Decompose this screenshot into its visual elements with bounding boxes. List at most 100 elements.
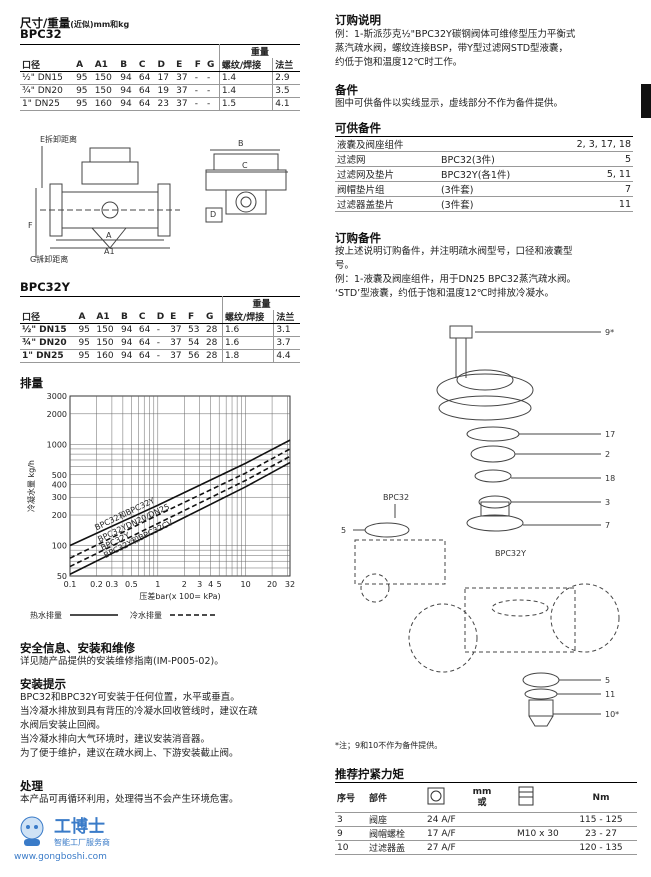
x-tick-label: 20 <box>267 580 277 589</box>
torque-header-part: 部件 <box>367 782 425 813</box>
dim-cell: 1" DN25 <box>20 349 77 363</box>
order-spares-text: 按上述说明订购备件，并注明疏水阀型号，口径和液囊型 号。 例：1-液囊及阀座组件… <box>335 245 576 301</box>
dim-cell: 150 <box>94 336 119 350</box>
dim-cell: 37 <box>168 349 187 363</box>
dim-cell: 3.5 <box>272 84 300 98</box>
discharge-title: 排量 <box>20 376 43 390</box>
callout-17: 17 <box>605 430 615 439</box>
dim-header-cell: C <box>136 58 156 72</box>
dim-header-cell: C <box>136 310 155 324</box>
dim-header-cell: 法兰 <box>273 310 300 324</box>
callout-2: 2 <box>605 450 610 459</box>
d-letter: D <box>210 210 216 219</box>
order-text: 例：1-斯派莎克½"BPC32Y碳钢阀体可维修型压力平衡式 蒸汽疏水阀，螺纹连接… <box>335 28 575 70</box>
dim-cell: - <box>204 84 220 98</box>
dim-cell: 19 <box>155 84 175 98</box>
spare-qty <box>438 136 547 152</box>
series-line <box>69 439 291 547</box>
trap-end-view: B C D <box>205 139 288 223</box>
dim-cell: 95 <box>76 349 95 363</box>
watermark-sub: 智能工厂服务商 <box>54 838 110 847</box>
spare-name: 液囊及阀座组件 <box>335 136 439 152</box>
bpc32y-label: BPC32Y <box>20 280 70 294</box>
dim-cell: - <box>204 71 220 85</box>
series-line <box>69 455 291 568</box>
dims-title: 尺寸/重量(近似)mm和kg <box>20 12 129 31</box>
y-tick-label: 3000 <box>47 392 67 401</box>
series-line <box>69 461 291 575</box>
bpc32-label: BPC32 <box>20 27 62 41</box>
bolt-icon <box>518 786 534 806</box>
spare-qty: (3件套) <box>438 181 547 197</box>
dim-header-cell: E <box>168 310 187 324</box>
spare-qty: (3件套) <box>438 196 547 212</box>
a1-letter: A1 <box>104 247 115 256</box>
install-text: BPC32和BPC32Y可安装于任何位置，水平或垂直。 当冷凝水排放到具有背压的… <box>20 691 258 761</box>
dim-cell: 94 <box>118 71 137 85</box>
dim-cell: 150 <box>94 323 119 337</box>
dim-cell: 28 <box>203 336 223 350</box>
callout-3: 3 <box>605 498 610 507</box>
x-tick-label: 1 <box>155 580 160 589</box>
y-tick-label: 400 <box>52 481 67 490</box>
install-line: BPC32和BPC32Y可安装于任何位置，水平或垂直。 <box>20 692 240 703</box>
torque-bolt: M10 x 30 <box>515 826 565 841</box>
b-letter: B <box>238 139 244 148</box>
y-tick-label: 50 <box>57 572 67 581</box>
spares-text: 图中可供备件以实线显示，虚线部分不作为备件提供。 <box>335 98 564 109</box>
exploded-note: *注；9和10不作为备件提供。 <box>335 741 443 750</box>
c-letter: C <box>242 161 248 170</box>
y-tick-label: 100 <box>52 542 67 551</box>
dim-cell: 23 <box>155 97 175 111</box>
install-line: 为了便于维护，建议在疏水阀上、下游安装截止阀。 <box>20 748 239 759</box>
torque-no: 3 <box>335 812 367 827</box>
x-tick-label: 10 <box>241 580 251 589</box>
screen-5 <box>364 522 410 538</box>
dim-cell: - <box>154 336 169 350</box>
dim-header-cell: G <box>203 310 223 324</box>
y-tick-label: 2000 <box>47 410 67 419</box>
dim-header-cell: D <box>154 310 169 324</box>
dim-header-cell: G <box>204 58 220 72</box>
spare-qty: BPC32(3件) <box>438 151 547 167</box>
g-label: G拆卸距离 <box>30 254 68 264</box>
order-line: 例：1-斯派莎克½"BPC32Y碳钢阀体可维修型压力平衡式 <box>335 29 576 40</box>
torque-af: 27 A/F <box>425 840 515 855</box>
install-line: 水阀后安装止回阀。 <box>20 720 106 731</box>
dim-cell: 1.6 <box>221 336 274 350</box>
weight-header: 重量 <box>218 44 300 58</box>
install-line: 当冷凝水排放到具有背压的冷凝水回收管线时，建议在疏 <box>20 706 258 717</box>
spare-items: 5 <box>546 151 633 167</box>
dim-cell: 64 <box>136 323 155 337</box>
dim-cell: 94 <box>118 84 137 98</box>
spare-name: 过滤网及垫片 <box>335 166 439 182</box>
order-line: 蒸汽疏水阀，螺纹连接BSP，带Y型过滤网STD型液囊， <box>335 43 569 54</box>
dim-cell: 37 <box>174 84 193 98</box>
body-bpc32 <box>354 539 446 603</box>
dim-cell: ½" DN15 <box>20 71 75 85</box>
torque-header-nm: Nm <box>565 782 637 813</box>
dim-cell: 1.6 <box>221 323 274 337</box>
cap <box>436 369 534 421</box>
ring-18 <box>474 469 512 483</box>
callout-7: 7 <box>605 521 610 530</box>
torque-header-no: 序号 <box>335 782 367 813</box>
dim-cell: 28 <box>203 323 223 337</box>
dim-cell: 95 <box>76 323 95 337</box>
a-letter: A <box>106 231 112 240</box>
dim-cell: 56 <box>186 349 204 363</box>
safety-title: 安全信息、安装和维修 <box>20 641 135 655</box>
watermark-url: www.gongboshi.com <box>14 852 107 862</box>
y-tick-label: 1000 <box>47 440 67 449</box>
